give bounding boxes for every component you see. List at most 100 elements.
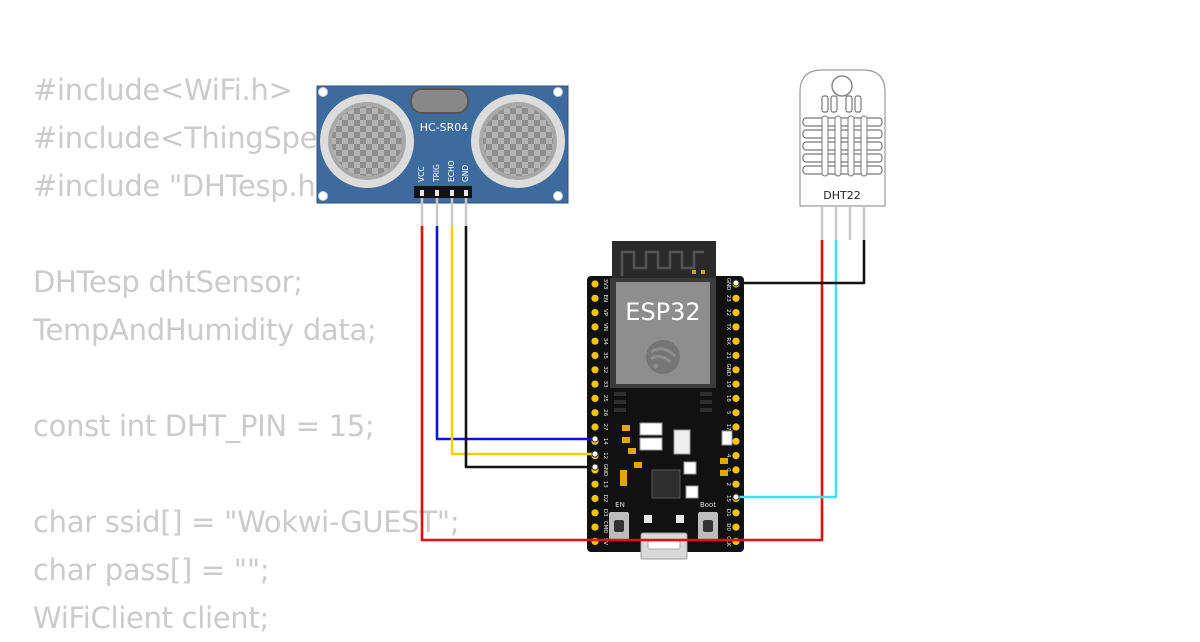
esp32-pin[interactable] <box>732 380 740 388</box>
esp32-pin-label: 32 <box>602 366 608 373</box>
esp32-pin-label: 5 <box>725 411 731 415</box>
esp32-pin-label: 21 <box>725 352 731 359</box>
esp32-pin-label: 18 <box>725 395 731 402</box>
esp32-pin-label: 35 <box>602 352 608 359</box>
mount-hole-icon <box>318 191 328 201</box>
esp32-pin-label: RX <box>725 337 731 345</box>
esp32-pin-label: 4 <box>725 454 731 458</box>
esp32-pin-label: VN <box>602 323 608 331</box>
esp32-pin-label: 23 <box>725 295 731 302</box>
esp32-pin-label: 5V <box>602 538 608 545</box>
led-indicator <box>644 515 652 523</box>
code-line: WiFiClient client; <box>33 601 269 635</box>
esp32-pin[interactable] <box>732 337 740 345</box>
hc-sr04-leads <box>420 198 468 226</box>
led-indicator <box>676 515 684 523</box>
hc-pin-label: VCC <box>417 166 426 182</box>
wire-dht-data-pin15[interactable] <box>736 240 838 499</box>
esp32-components <box>614 392 733 499</box>
esp32-pin[interactable] <box>732 323 740 331</box>
usb-port[interactable] <box>640 532 688 560</box>
esp32-pin[interactable] <box>732 466 740 474</box>
code-line: #include<WiFi.h> <box>33 73 293 107</box>
boot-button-label: Boot <box>700 501 716 509</box>
boot-button[interactable] <box>698 512 718 540</box>
esp32-pin-label: VP <box>602 309 608 317</box>
esp32-pin-label: D1 <box>725 509 731 517</box>
wifi-module: ESP32 <box>610 241 716 388</box>
transducer-left <box>320 94 414 188</box>
esp32-pin[interactable] <box>591 351 599 360</box>
esp32-pin[interactable] <box>591 394 599 402</box>
crystal-oscillator <box>410 88 469 114</box>
esp32-pin[interactable] <box>732 294 740 302</box>
esp32-pin-label: D2 <box>602 495 608 503</box>
code-line: TempAndHumidity data; <box>33 313 377 347</box>
esp32-pin-label: 14 <box>602 438 608 445</box>
code-line: const int DHT_PIN = 15; <box>33 409 375 443</box>
wire-trig-pin14[interactable] <box>435 226 595 441</box>
esp32-pin[interactable] <box>591 494 599 503</box>
esp32-pin[interactable] <box>732 480 740 488</box>
esp32-pin-label: 34 <box>602 338 608 345</box>
code-line: char pass[] = ""; <box>33 553 270 587</box>
dht22-slots <box>821 115 868 177</box>
esp32-pin[interactable] <box>732 437 740 445</box>
esp32-pin-label: GND <box>602 464 608 477</box>
wire-echo-pin12[interactable] <box>450 226 595 456</box>
esp32-pin-label: CMD <box>602 521 608 534</box>
wire-dht-gnd[interactable] <box>736 240 866 285</box>
esp32-pin[interactable] <box>591 509 599 517</box>
dht22-mount-hole-icon <box>831 75 853 97</box>
mount-hole-icon <box>553 87 563 97</box>
esp32-pin[interactable] <box>591 323 599 331</box>
wire-vcc-5v[interactable] <box>420 226 824 542</box>
esp32-pin-label: 13 <box>602 481 608 488</box>
esp32-pin[interactable] <box>732 523 740 531</box>
esp32-pin-label: 22 <box>725 309 731 316</box>
esp32-pin[interactable] <box>732 409 740 417</box>
esp32-pin[interactable] <box>591 380 599 388</box>
hc-sr04-label: HC-SR04 <box>420 121 469 134</box>
esp32-pin[interactable] <box>591 294 599 302</box>
esp32-pin[interactable] <box>732 351 740 360</box>
esp32-pin[interactable] <box>732 394 740 402</box>
esp32-pin-label: EN <box>602 295 608 303</box>
esp32-devkit[interactable]: ESP32 3V3ENVPVN343532332526271412GND13D2… <box>587 241 744 560</box>
esp32-pin[interactable] <box>591 409 599 417</box>
esp32-pin-label: GND <box>725 363 731 376</box>
esp32-pin[interactable] <box>732 423 740 431</box>
esp32-pin[interactable] <box>591 480 599 488</box>
transducer-right <box>471 94 565 188</box>
dht22-sensor[interactable]: DHT22 <box>799 69 886 240</box>
esp32-label: ESP32 <box>625 298 700 326</box>
esp32-pin-label: 25 <box>602 395 608 402</box>
esp32-pin-label: CLK <box>725 536 731 547</box>
mount-hole-icon <box>318 87 328 97</box>
esp32-pin[interactable] <box>591 337 599 345</box>
esp32-pin-label: GND <box>725 278 731 291</box>
esp32-pin-label: D0 <box>725 523 731 531</box>
esp32-pin-label: 3V3 <box>602 279 608 290</box>
espressif-logo-icon <box>646 340 680 374</box>
esp32-pin[interactable] <box>591 523 599 531</box>
dht22-leads <box>820 206 866 240</box>
esp32-pin-label: 15 <box>725 495 731 502</box>
esp32-pin[interactable] <box>732 452 740 460</box>
esp32-pin[interactable] <box>732 366 740 374</box>
hc-pin-label: TRIG <box>432 164 441 183</box>
esp32-pin[interactable] <box>732 309 740 317</box>
code-line: #include "DHTesp.h" <box>33 169 329 203</box>
en-button[interactable] <box>609 512 629 540</box>
wire-hc-gnd[interactable] <box>464 226 595 469</box>
esp32-pin[interactable] <box>732 509 740 517</box>
esp32-pin-label: D3 <box>602 509 608 517</box>
en-button-label: EN <box>615 501 625 509</box>
esp32-pin[interactable] <box>591 423 599 431</box>
esp32-pin[interactable] <box>591 309 599 317</box>
esp32-pin[interactable] <box>591 280 599 288</box>
mount-hole-icon <box>553 191 563 201</box>
esp32-pin[interactable] <box>591 366 599 374</box>
